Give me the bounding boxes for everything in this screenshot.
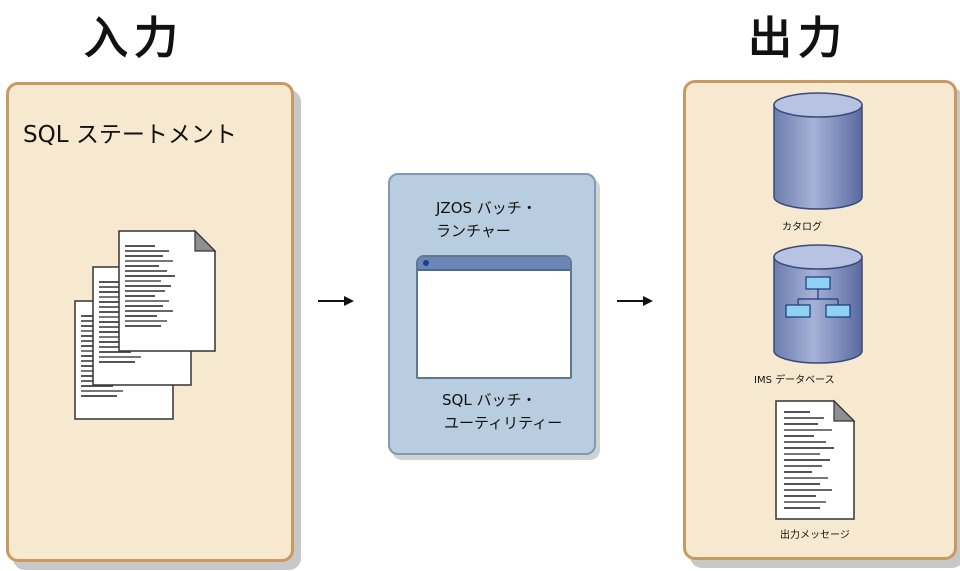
document-stack-icon bbox=[74, 229, 217, 420]
document-icon bbox=[775, 399, 856, 520]
launcher-label-line1: JZOS バッチ・ bbox=[436, 199, 537, 217]
database-icon bbox=[773, 92, 863, 210]
catalog-label: カタログ bbox=[782, 222, 822, 233]
output-panel: カタログ IMS データベース 出力メッセージ bbox=[683, 80, 957, 560]
output-message-label: 出力メッセージ bbox=[780, 530, 850, 541]
input-panel: SQL ステートメント bbox=[6, 82, 294, 562]
output-heading: 出力 bbox=[748, 13, 848, 64]
window-dot-icon bbox=[423, 260, 429, 266]
launcher-label-line2: ランチャー bbox=[436, 222, 511, 240]
app-window-icon bbox=[416, 255, 572, 379]
window-titlebar bbox=[418, 257, 570, 271]
arrow-right-icon bbox=[617, 296, 653, 306]
utility-label-line2: ユーティリティー bbox=[444, 414, 563, 432]
batch-utility-box: JZOS バッチ・ ランチャー SQL バッチ・ ユーティリティー bbox=[388, 173, 596, 455]
ims-database-icon bbox=[773, 244, 863, 364]
utility-label-line1: SQL バッチ・ bbox=[442, 391, 537, 409]
arrow-right-icon bbox=[318, 296, 354, 306]
input-panel-title: SQL ステートメント bbox=[23, 122, 237, 148]
input-heading: 入力 bbox=[84, 13, 184, 64]
ims-database-label: IMS データベース bbox=[754, 375, 835, 386]
